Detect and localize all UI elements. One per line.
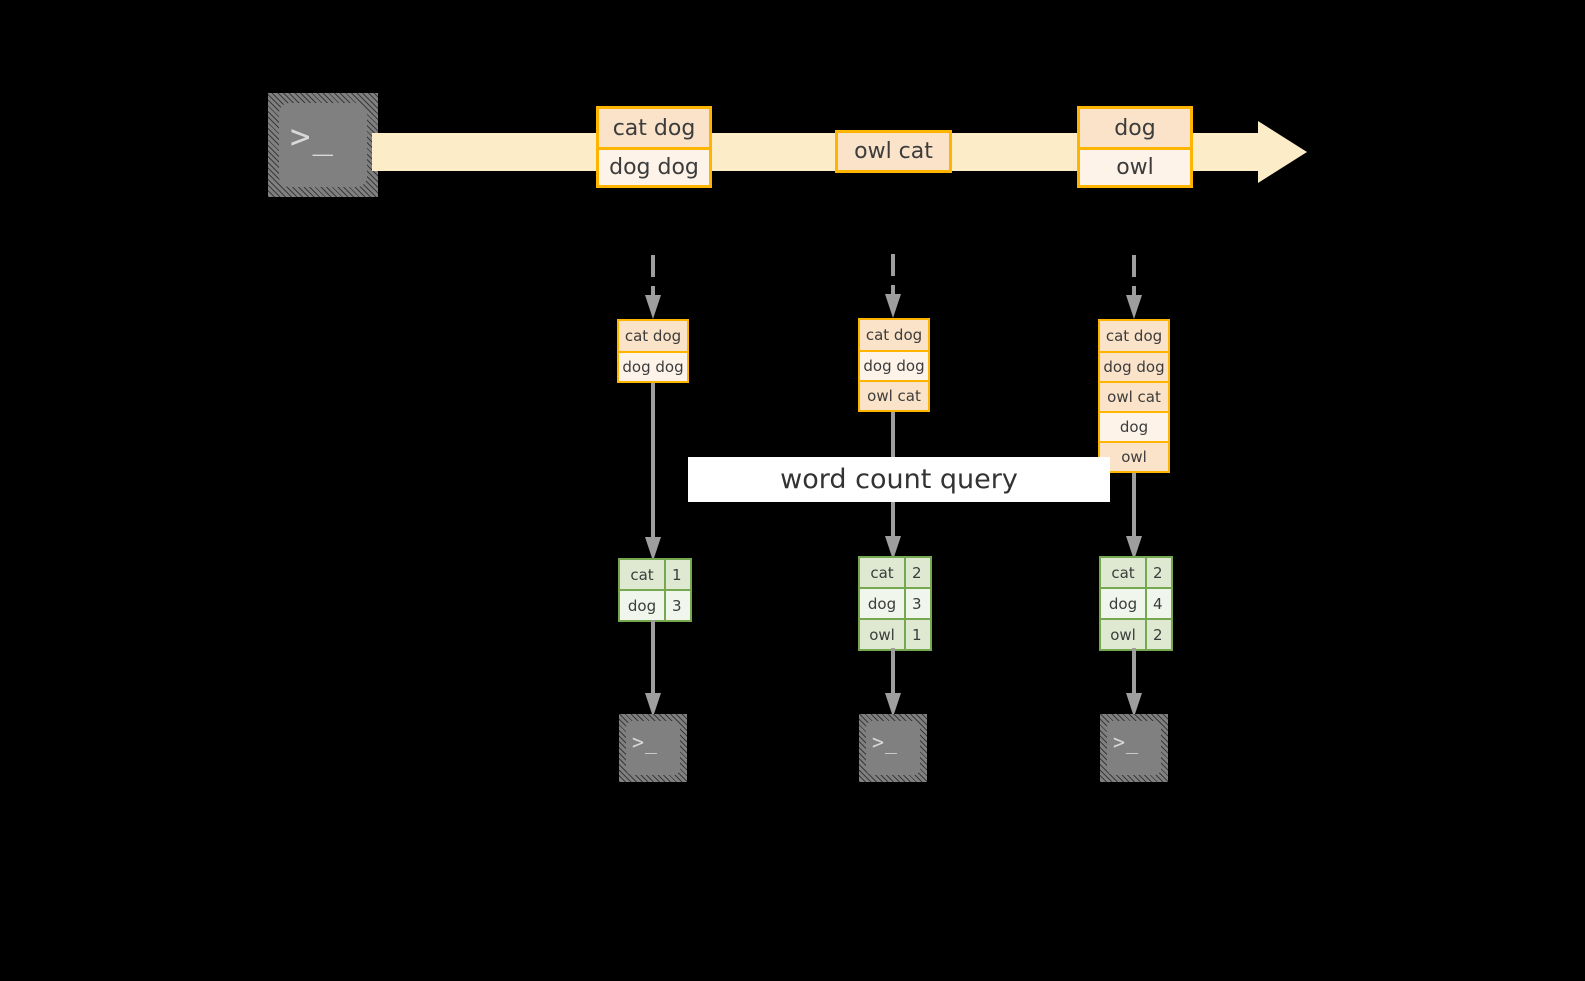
result-word: dog [620, 591, 664, 620]
terminal-body [279, 103, 367, 187]
table-row: dog 3 [620, 589, 690, 620]
query-banner: word count query [688, 457, 1110, 502]
consumer-terminal-3[interactable]: >_ [1100, 714, 1168, 782]
table-row: cat 1 [620, 560, 690, 589]
connector-result-to-terminal-3 [1126, 648, 1142, 717]
snapshot-row: dog [1100, 411, 1168, 441]
terminal-prompt-icon: >_ [872, 730, 899, 754]
result-word: cat [620, 560, 664, 589]
result-word: owl [1101, 620, 1145, 649]
terminal-body [626, 721, 680, 775]
terminal-body [866, 721, 920, 775]
snapshot-row: cat dog [860, 320, 928, 350]
result-count: 2 [1145, 620, 1171, 649]
snapshot-row: dog dog [619, 351, 687, 381]
stream-group-3[interactable]: dog owl [1077, 106, 1193, 188]
result-word: owl [860, 620, 904, 649]
snapshot-1[interactable]: cat dog dog dog [617, 319, 689, 383]
result-count: 2 [904, 558, 930, 587]
table-row: cat 2 [860, 558, 930, 587]
table-row: owl 2 [1101, 618, 1171, 649]
result-table-2[interactable]: cat 2 dog 3 owl 1 [858, 556, 932, 651]
snapshot-row: owl cat [1100, 381, 1168, 411]
stream-group-1[interactable]: cat dog dog dog [596, 106, 712, 188]
table-row: dog 3 [860, 587, 930, 618]
snapshot-row: dog dog [860, 350, 928, 380]
connector-stream-to-snapshot-2 [885, 254, 901, 320]
snapshot-row: owl [1100, 441, 1168, 471]
producer-terminal[interactable]: >_ [268, 93, 378, 197]
stream-event: dog [1080, 109, 1190, 147]
table-row: cat 2 [1101, 558, 1171, 587]
stream-group-2[interactable]: owl cat [835, 130, 952, 173]
consumer-terminal-2[interactable]: >_ [859, 714, 927, 782]
result-count: 3 [904, 589, 930, 618]
terminal-body [1107, 721, 1161, 775]
connector-result-to-terminal-1 [645, 620, 661, 717]
result-count: 3 [664, 591, 690, 620]
table-row: dog 4 [1101, 587, 1171, 618]
result-table-1[interactable]: cat 1 dog 3 [618, 558, 692, 622]
result-word: cat [1101, 558, 1145, 587]
consumer-terminal-1[interactable]: >_ [619, 714, 687, 782]
connector-result-to-terminal-2 [885, 648, 901, 717]
connector-stream-to-snapshot-3 [1126, 255, 1142, 321]
connector-stream-to-snapshot-1 [645, 255, 661, 321]
result-count: 1 [664, 560, 690, 589]
terminal-prompt-icon: >_ [1113, 730, 1140, 754]
result-word: dog [860, 589, 904, 618]
result-count: 1 [904, 620, 930, 649]
snapshot-2[interactable]: cat dog dog dog owl cat [858, 318, 930, 412]
snapshot-row: owl cat [860, 380, 928, 410]
snapshot-3[interactable]: cat dog dog dog owl cat dog owl [1098, 319, 1170, 473]
terminal-prompt-icon: >_ [290, 117, 335, 157]
result-count: 2 [1145, 558, 1171, 587]
table-row: owl 1 [860, 618, 930, 649]
result-count: 4 [1145, 589, 1171, 618]
terminal-prompt-icon: >_ [632, 730, 659, 754]
connector-snapshot-to-result-1 [645, 381, 661, 561]
connector-snapshot-to-result-3 [1126, 473, 1142, 560]
stream-event: owl cat [838, 133, 949, 170]
result-table-3[interactable]: cat 2 dog 4 owl 2 [1099, 556, 1173, 651]
snapshot-row: dog dog [1100, 351, 1168, 381]
stream-event: owl [1080, 147, 1190, 185]
stream-event: dog dog [599, 147, 709, 185]
result-word: cat [860, 558, 904, 587]
stream-event: cat dog [599, 109, 709, 147]
result-word: dog [1101, 589, 1145, 618]
snapshot-row: cat dog [1100, 321, 1168, 351]
query-label: word count query [780, 464, 1018, 495]
snapshot-row: cat dog [619, 321, 687, 351]
